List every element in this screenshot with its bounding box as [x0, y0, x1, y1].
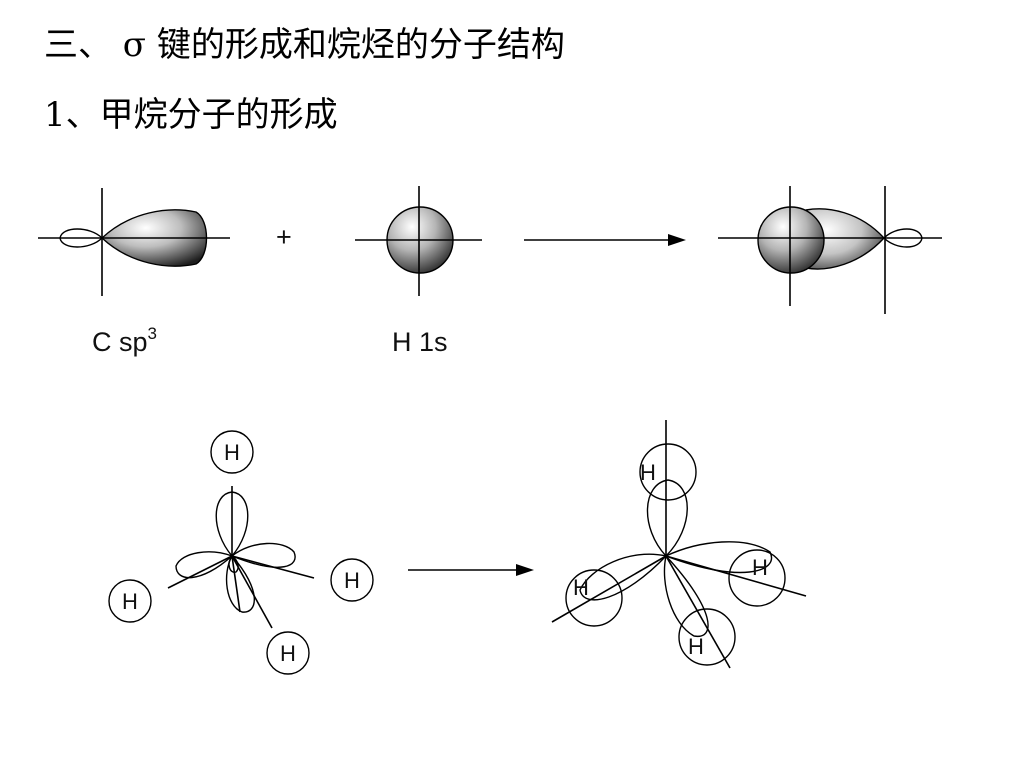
sigma-bond-overlap — [718, 186, 942, 314]
svg-text:H: H — [344, 568, 360, 593]
hydrogen-atom-bottom: H — [266, 631, 310, 675]
reaction-arrow — [524, 234, 686, 246]
lobe-down — [225, 554, 255, 613]
hydrogen-1s-orbital — [355, 186, 482, 296]
section-title: 三、 σ 键的形成和烷烃的分子结构 — [44, 25, 565, 65]
plus-sign: + — [276, 222, 292, 252]
bond-lobe-right — [664, 541, 773, 574]
bond-lobe-up — [646, 479, 688, 558]
tetrahedral-carbon — [167, 486, 315, 629]
lobe-left — [175, 551, 234, 579]
subsection-title: 1、甲烷分子的形成 — [44, 95, 338, 135]
h-overlap-right — [728, 549, 786, 607]
bond-lobe-down — [663, 554, 709, 637]
hydrogen-atom-top: H — [210, 430, 254, 474]
carbon-sp3-orbital — [38, 188, 230, 296]
carbon-sp3-label: C sp3 — [92, 324, 157, 357]
methane-molecule: H H H H — [551, 420, 807, 669]
h-label-top: H — [640, 460, 656, 485]
h-label-left: H — [573, 575, 589, 600]
lobe-right — [230, 542, 296, 568]
hydrogen-atom-left: H — [108, 579, 152, 623]
h-overlap-bottom — [678, 608, 736, 666]
h-label-right: H — [752, 555, 768, 580]
h-label-bottom: H — [688, 634, 704, 659]
svg-text:H: H — [122, 589, 138, 614]
svg-text:H: H — [280, 641, 296, 666]
h-overlap-top — [639, 443, 697, 501]
hydrogen-1s-label: H 1s — [392, 327, 448, 357]
formation-arrow — [408, 564, 534, 576]
hydrogen-atom-right: H — [330, 558, 374, 602]
h-overlap-left — [565, 569, 623, 627]
overlap-h-sphere — [757, 206, 825, 274]
bond-lobe-left — [579, 553, 668, 601]
svg-text:H: H — [224, 440, 240, 465]
